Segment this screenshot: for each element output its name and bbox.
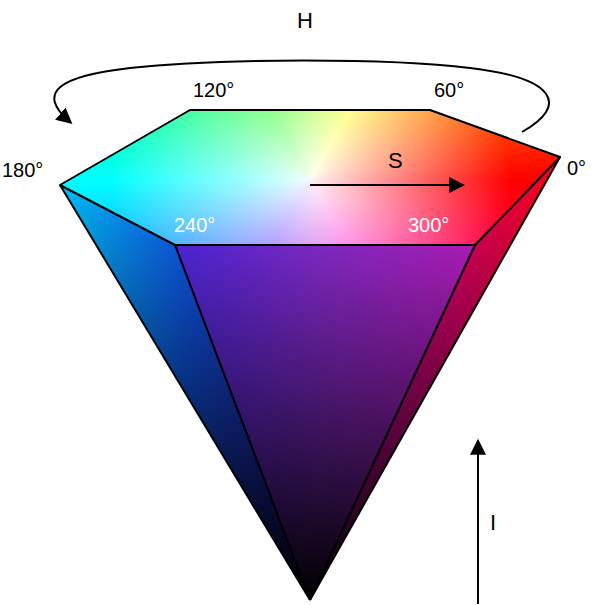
hue-angle: 120° xyxy=(193,80,234,100)
saturation-axis-label: S xyxy=(388,150,403,172)
hue-angle: 300° xyxy=(408,215,449,235)
hue-angle: 0° xyxy=(567,158,586,178)
hue-angle: 60° xyxy=(434,80,464,100)
hue-axis-label: H xyxy=(297,10,313,32)
hue-angle: 240° xyxy=(174,215,215,235)
hue-angle: 180° xyxy=(2,160,43,180)
intensity-axis-label: I xyxy=(490,512,496,534)
